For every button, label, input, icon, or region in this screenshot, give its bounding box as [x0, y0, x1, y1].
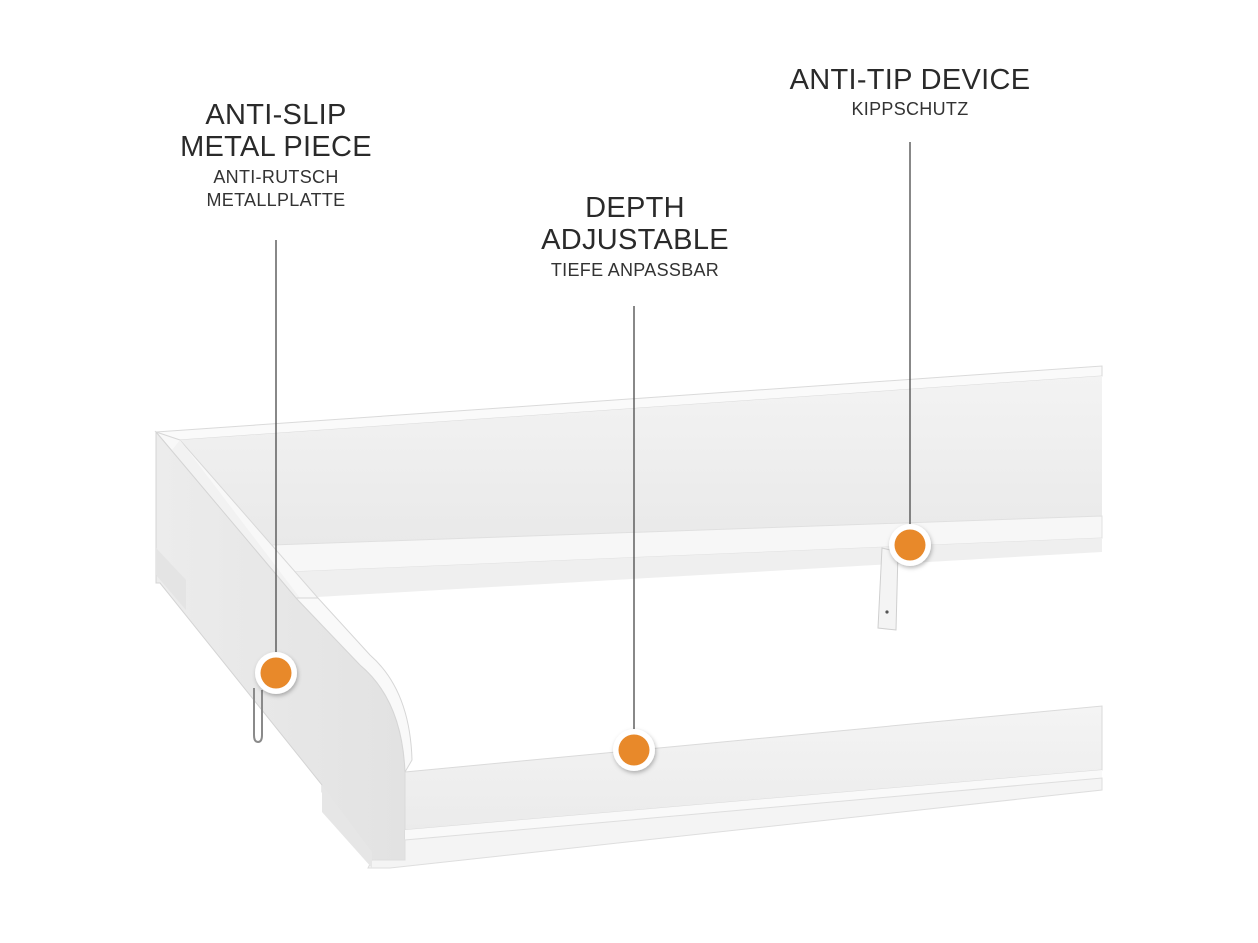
callout-anti-slip: ANTI-SLIP METAL PIECE ANTI-RUTSCH METALL…	[156, 99, 396, 213]
anti-tip-subtitle: KIPPSCHUTZ	[851, 99, 969, 120]
marker-anti-tip[interactable]	[889, 524, 931, 566]
marker-anti-slip[interactable]	[255, 652, 297, 694]
rear-board	[155, 365, 1103, 598]
front-board	[322, 705, 1103, 869]
marker-depth[interactable]	[613, 729, 655, 771]
markers	[255, 524, 931, 771]
anti-slip-metal-clip	[253, 688, 263, 744]
callout-anti-tip: ANTI-TIP DEVICE KIPPSCHUTZ	[760, 64, 1060, 122]
callout-depth-adjustable: DEPTH ADJUSTABLE TIEFE ANPASSBAR	[515, 192, 755, 282]
left-side-board	[154, 430, 413, 861]
depth-title: DEPTH ADJUSTABLE	[541, 192, 729, 257]
depth-subtitle: TIEFE ANPASSBAR	[550, 259, 720, 280]
anti-slip-subtitle: ANTI-RUTSCH METALLPLATTE	[206, 166, 346, 211]
anti-slip-title: ANTI-SLIP METAL PIECE	[180, 99, 372, 164]
leader-lines	[275, 142, 911, 750]
anti-tip-strap	[877, 547, 899, 631]
anti-tip-title: ANTI-TIP DEVICE	[789, 64, 1031, 96]
